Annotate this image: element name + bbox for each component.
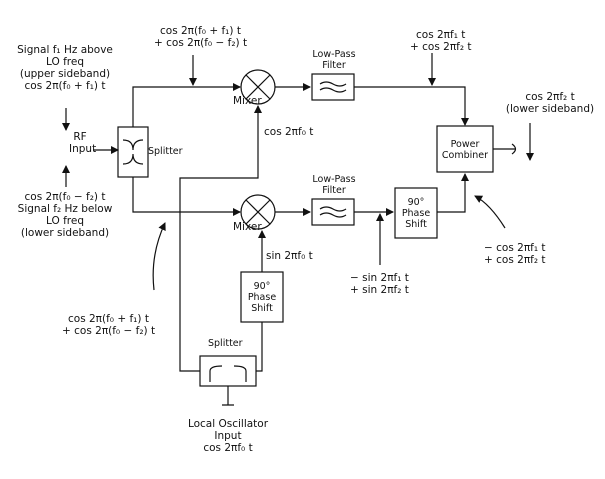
top-lo-label: cos 2πf₀ t <box>264 126 314 138</box>
top-lpf-box <box>311 73 355 101</box>
bottom-mixer-input-label: cos 2π(f₀ + f₁) t+ cos 2π(f₀ − f₂) t <box>62 313 156 337</box>
bottom-lo-label: sin 2πf₀ t <box>266 250 313 262</box>
lo-splitter-label: Splitter <box>208 338 243 349</box>
bottom-input-annotation-arrow <box>152 222 166 291</box>
rf-splitter-label: Splitter <box>148 146 183 157</box>
top-lpf-output-label: cos 2πf₁ t+ cos 2πf₂ t <box>410 29 472 53</box>
combiner-output-label: cos 2πf₂ t(lower sideband) <box>505 91 595 115</box>
bottom-lpf-box <box>311 198 355 226</box>
out-phase-shift-box <box>394 187 438 239</box>
top-mixer-input-label: cos 2π(f₀ + f₁) t+ cos 2π(f₀ − f₂) t <box>154 25 248 49</box>
lo-splitter-box <box>199 355 257 387</box>
phase-shift-output-label: − cos 2πf₁ t+ cos 2πf₂ t <box>484 242 546 266</box>
top-path-line <box>132 83 241 127</box>
lo-top-path <box>179 105 262 372</box>
rf-splitter-box <box>117 126 149 178</box>
bottom-lpf-output-label: − sin 2πf₁ t+ sin 2πf₂ t <box>350 272 409 296</box>
bottom-mixer-label: Mixer <box>233 221 262 233</box>
bottom-path-line <box>132 177 241 216</box>
rf-splitter-symbol <box>122 139 144 151</box>
top-mixer-label: Mixer <box>233 95 262 107</box>
